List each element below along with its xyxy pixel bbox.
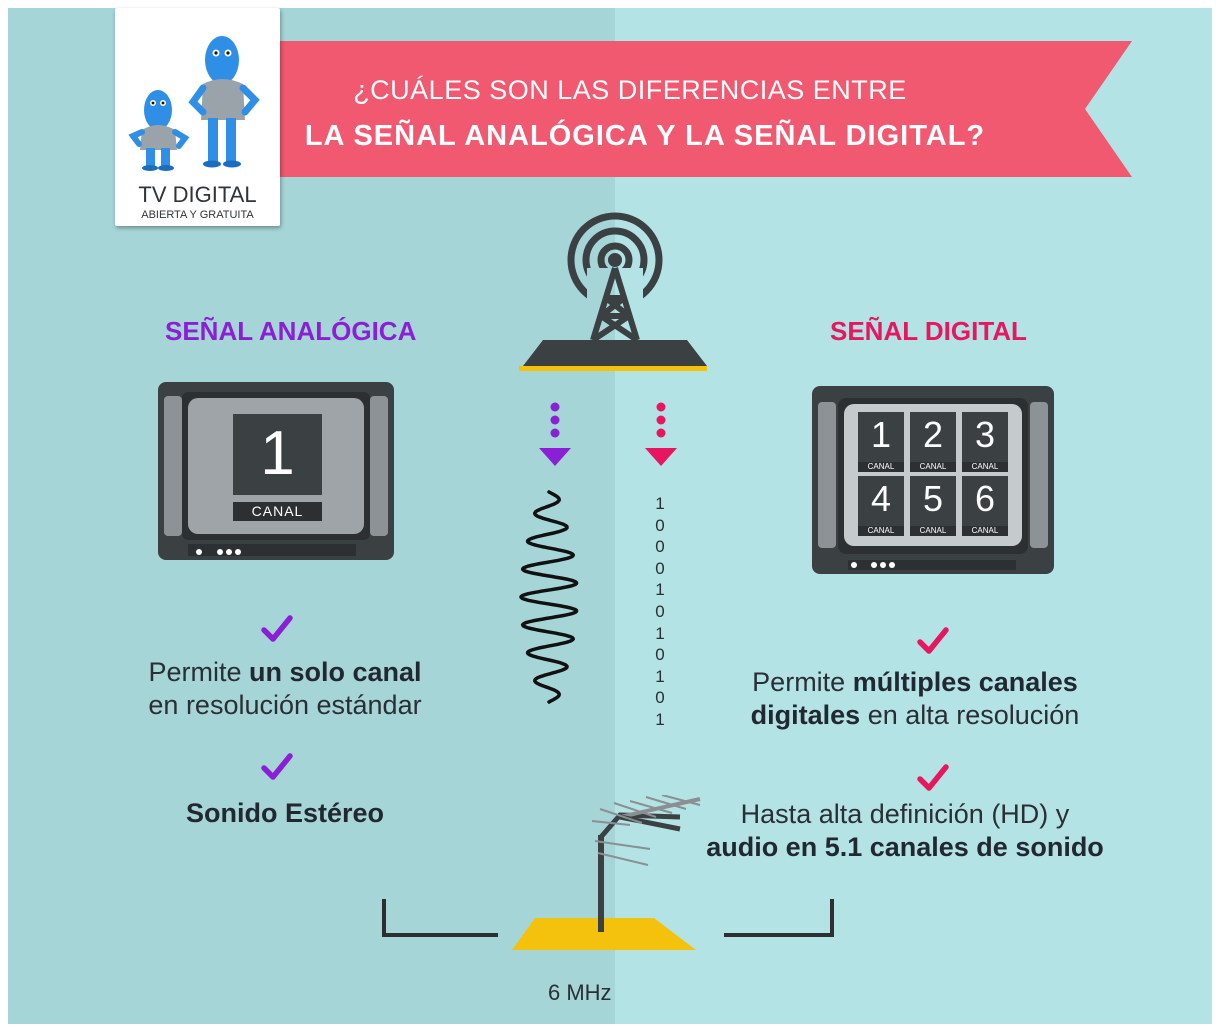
bit-digit: 0 (655, 645, 665, 665)
analog-wave-icon (519, 490, 579, 704)
arrow-down-icon (645, 402, 677, 466)
channel-label: CANAL (858, 462, 904, 472)
check-icon (917, 764, 949, 791)
digital-feature-2: Hasta alta definición (HD) y audio en 5.… (706, 799, 1104, 862)
bit-digit: 1 (655, 580, 665, 600)
logo-title: TV DIGITAL (138, 182, 257, 207)
digital-title: SEÑAL DIGITAL (830, 316, 1027, 346)
analog-channel-box (233, 414, 322, 495)
channel-number: 4 (870, 478, 892, 519)
header-line-1: ¿CUÁLES SON LAS DIFERENCIAS ENTRE (353, 75, 907, 105)
mascot-icon (128, 36, 260, 171)
bit-digit: 0 (655, 558, 665, 578)
bit-digit: 0 (655, 537, 665, 557)
bit-digit: 0 (655, 688, 665, 708)
bit-digit: 1 (655, 494, 665, 513)
channel-number: 1 (870, 414, 892, 455)
analog-feature-2: Sonido Estéreo (185, 798, 385, 828)
broadcast-tower-icon (519, 212, 707, 371)
channel-number: 6 (974, 478, 996, 519)
logo-subtitle: ABIERTA Y GRATUITA (141, 209, 254, 221)
check-icon (261, 753, 293, 780)
logo-card: TV DIGITAL ABIERTA Y GRATUITA (115, 8, 280, 226)
channel-number: 2 (922, 414, 944, 455)
analog-channel-number: 1 (260, 419, 295, 488)
channel-label: CANAL (910, 526, 956, 536)
arrow-down-icon (539, 402, 571, 466)
bit-digit: 1 (655, 709, 665, 729)
analog-title: SEÑAL ANALÓGICA (165, 316, 417, 346)
header-line-2: LA SEÑAL ANALÓGICA Y LA SEÑAL DIGITAL? (304, 120, 986, 152)
analog-feature-1: Permite un solo canal en resolución está… (148, 657, 422, 720)
bandwidth-label: 6 MHz (548, 980, 612, 1005)
check-icon (261, 615, 293, 642)
bit-digit: 0 (655, 515, 665, 535)
channel-label: CANAL (962, 526, 1008, 536)
channel-number: 5 (922, 478, 944, 519)
bit-digit: 1 (655, 623, 665, 643)
bit-digit: 0 (655, 601, 665, 621)
bit-digit: 1 (655, 666, 665, 686)
antenna-icon (382, 795, 834, 950)
channel-number: 3 (974, 414, 996, 455)
channel-label: CANAL (910, 462, 956, 472)
digital-feature-1: Permite múltiples canales digitales en a… (750, 667, 1080, 730)
analog-channel-label: CANAL (233, 502, 322, 521)
channel-label: CANAL (858, 526, 904, 536)
header-banner (280, 41, 1132, 177)
channel-label: CANAL (962, 462, 1008, 472)
check-icon (917, 627, 949, 654)
